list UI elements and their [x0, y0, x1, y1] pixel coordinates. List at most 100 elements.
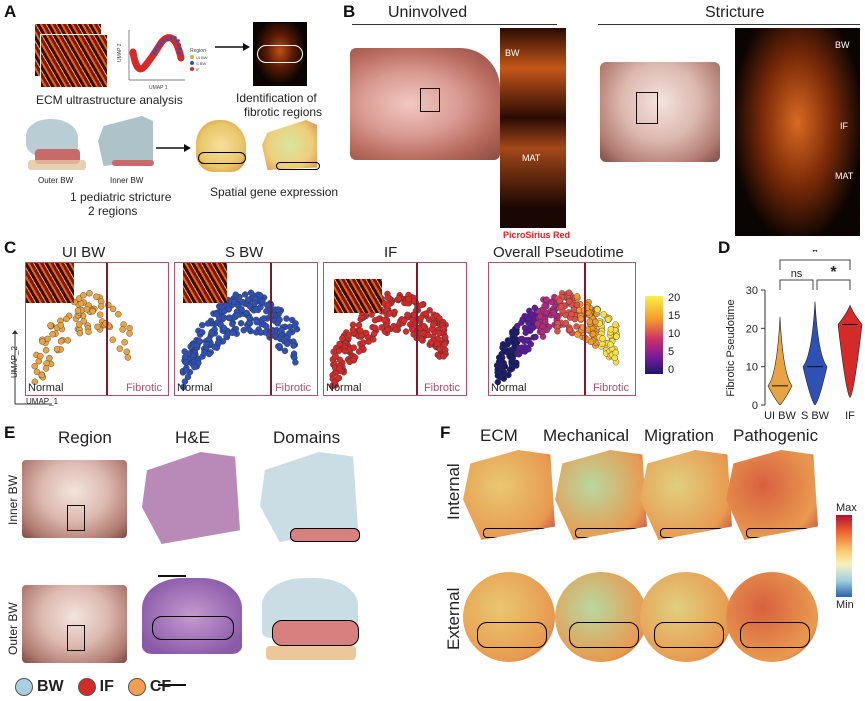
- normal-label: Normal: [491, 382, 527, 394]
- umap-point: [121, 338, 128, 346]
- panel-label-f: F: [440, 423, 451, 442]
- umap-point: [543, 296, 550, 303]
- umap-point: [243, 309, 250, 317]
- domain-legend: BW IF CF: [15, 678, 171, 696]
- umap-point: [181, 348, 188, 355]
- uninvolved-rule: [352, 24, 557, 25]
- umap-point: [508, 352, 516, 359]
- umap-point: [612, 349, 619, 356]
- umap-point: [199, 321, 206, 329]
- umap-point: [339, 335, 346, 342]
- umap-point: [259, 298, 266, 305]
- umap-point: [208, 329, 215, 337]
- stricture-title: Stricture: [705, 4, 765, 21]
- colorbar-tick: 15: [668, 310, 681, 322]
- umap-point: [218, 303, 226, 311]
- x-tick-label: UI BW: [764, 410, 796, 422]
- fibrotic-region-image: [253, 22, 307, 86]
- outer-bw-cf-region: [28, 160, 86, 170]
- significance-label: ns: [791, 268, 803, 280]
- colorbar-tick: 20: [668, 292, 681, 304]
- s-bw-inset: [183, 263, 227, 303]
- umap-point: [229, 329, 236, 337]
- stricture-stain-inset: BW IF MAT: [735, 28, 860, 236]
- umap-point: [360, 339, 367, 346]
- scale-bar: [158, 575, 186, 577]
- fibrotic-label: Fibrotic: [423, 382, 460, 394]
- umap-point: [263, 323, 270, 330]
- umap-point: [442, 334, 449, 341]
- umap-point: [42, 365, 50, 372]
- umap-point: [422, 310, 430, 317]
- normal-label: Normal: [326, 382, 362, 394]
- umap-point: [550, 308, 557, 316]
- row-label-outer: Outer BW: [6, 602, 20, 655]
- umap-point: [246, 314, 253, 322]
- umap-point: [370, 336, 377, 343]
- normal-label: Normal: [177, 382, 213, 394]
- legend-item: S BW: [196, 61, 206, 66]
- umap-point: [515, 351, 523, 358]
- umap-point: [281, 347, 289, 355]
- arrow-icon: [156, 144, 191, 152]
- umap-point: [230, 298, 238, 306]
- uninvolved-stain-inset: BW MAT: [500, 28, 566, 228]
- significance-bracket: [779, 279, 814, 290]
- umap-point: [501, 363, 509, 370]
- umap-point: [500, 348, 508, 355]
- umap-point: [349, 326, 357, 333]
- umap-point: [109, 305, 117, 313]
- inner-region-photo: [22, 460, 127, 538]
- umap-point: [251, 300, 258, 307]
- umap-point: [80, 292, 87, 299]
- umap-ylabel: UMAP 2: [117, 43, 123, 62]
- umap-point: [42, 346, 50, 354]
- umap-point: [370, 330, 378, 337]
- umap-point: [587, 338, 595, 346]
- umap-panel-pseudotime: Normal Fibrotic: [488, 262, 636, 396]
- umap-point: [531, 304, 539, 312]
- panel-label-c: C: [4, 238, 17, 257]
- umap-point: [336, 340, 343, 348]
- umap-point: [199, 329, 206, 336]
- ecm-image-front: [41, 35, 107, 87]
- e-title-domains: Domains: [273, 428, 341, 447]
- umap-point: [31, 378, 39, 385]
- umap-point: [37, 352, 44, 360]
- f-title-migration: Migration: [644, 426, 714, 445]
- stricture-rule: [598, 24, 860, 25]
- umap-point: [256, 291, 264, 299]
- umap-point: [573, 323, 580, 330]
- uninvolved-photo: [350, 48, 500, 160]
- umap-point: [341, 347, 349, 355]
- umap-point: [392, 326, 399, 333]
- normal-label: Normal: [28, 382, 64, 394]
- umap-point: [505, 371, 512, 379]
- umap-point: [220, 324, 227, 332]
- umap-point: [495, 358, 503, 366]
- umap-point: [83, 306, 91, 313]
- umap-point: [536, 313, 544, 320]
- c-title-ui-bw: UI BW: [62, 244, 106, 261]
- umap-point: [405, 295, 412, 303]
- umap-point: [543, 309, 550, 316]
- umap-point: [180, 383, 187, 391]
- stain-label: PicroSirius Red: [503, 230, 571, 240]
- fibrotic-outline: [740, 622, 810, 648]
- umap-point: [253, 319, 261, 326]
- umap-point: [528, 311, 535, 318]
- mat-label: MAT: [522, 153, 541, 163]
- umap-point: [182, 359, 190, 366]
- outer-region-photo: [22, 585, 127, 663]
- umap-point: [362, 329, 370, 337]
- umap-point: [57, 338, 65, 345]
- umap-point: [201, 349, 208, 356]
- umap-point: [386, 310, 393, 317]
- umap-point: [247, 289, 255, 296]
- umap-point: [329, 382, 336, 390]
- umap-point: [371, 317, 379, 324]
- legend-title: Region: [190, 48, 206, 54]
- spatial-map-internal-migration: [640, 450, 732, 540]
- umap-point: [534, 320, 541, 328]
